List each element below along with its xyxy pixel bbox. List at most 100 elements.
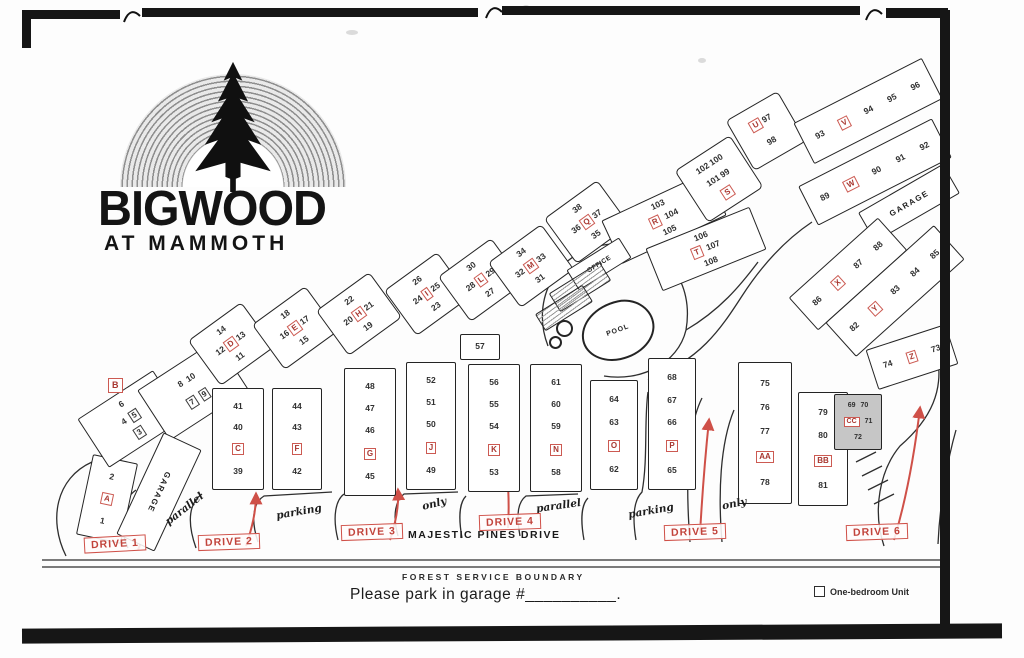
unit-row: 22 xyxy=(342,293,356,308)
frame-right-border xyxy=(940,10,950,632)
unit-number: 82 xyxy=(847,319,862,334)
one-bedroom-unit-number: 3 xyxy=(132,424,147,440)
facility-label: GARAGE xyxy=(887,188,931,218)
unit-row: 45 xyxy=(365,471,375,482)
unit-row: BB xyxy=(814,454,832,467)
unit-row: 27 xyxy=(483,286,497,300)
unit-letter-badge: S xyxy=(719,184,736,201)
unit-row: N xyxy=(550,443,562,456)
unit-row: 23 xyxy=(429,299,443,314)
unit-letter-badge: Y xyxy=(866,300,884,318)
unit-number: 70 xyxy=(860,402,869,410)
unit-number: 104 xyxy=(662,206,680,222)
unit-row: 63 xyxy=(609,416,619,427)
unit-row: 19 xyxy=(361,320,375,334)
unit-row: 61 xyxy=(551,377,561,388)
one-bedroom-unit-number: 9 xyxy=(197,387,212,403)
unit-number: 77 xyxy=(760,425,770,436)
unit-number: 98 xyxy=(764,133,778,148)
unit-number: 107 xyxy=(704,238,722,253)
unit-row: 57 xyxy=(475,341,484,351)
unit-row: 53 xyxy=(489,467,498,477)
unit-letter-badge: P xyxy=(666,440,678,453)
unit-number: 2 xyxy=(108,470,116,482)
unit-row: 18 xyxy=(278,307,292,322)
unit-number: 52 xyxy=(426,375,436,386)
pool-label: POOL xyxy=(605,323,631,338)
unit-number: 22 xyxy=(342,293,356,308)
unit-number: 90 xyxy=(870,163,883,178)
unit-row: 38 xyxy=(570,201,584,216)
unit-number: 56 xyxy=(489,377,499,388)
unit-number: 92 xyxy=(917,139,931,153)
unit-letter-badge: C xyxy=(232,443,244,456)
unit-number: 101 xyxy=(704,172,722,189)
drive-label: DRIVE 2 xyxy=(197,532,261,552)
unit-row: 56 xyxy=(489,377,499,388)
drive-label: DRIVE 6 xyxy=(845,522,909,542)
unit-row: 11 xyxy=(233,349,247,364)
unit-row: 67 xyxy=(667,394,677,405)
unit-row: 54 xyxy=(489,421,498,431)
unit-row: 78 xyxy=(760,476,770,487)
unit-number: 100 xyxy=(707,151,725,168)
unit-row: 59 xyxy=(551,421,560,431)
unit-number: 66 xyxy=(667,416,677,427)
unit-number: 40 xyxy=(233,421,243,432)
unit-number: 61 xyxy=(551,377,561,388)
unit-letter-badge: O xyxy=(607,440,621,453)
unit-number: 75 xyxy=(760,377,770,388)
one-bedroom-unit-number: 7 xyxy=(185,395,200,411)
unit-row: AA xyxy=(756,451,774,464)
logo-title: BIGWOOD xyxy=(98,179,327,236)
unit-row: 34 xyxy=(514,245,528,260)
unit-letter-badge: W xyxy=(842,175,860,193)
unit-number: 23 xyxy=(429,299,443,314)
unit-row: 79 xyxy=(818,407,827,417)
unit-number: 4 xyxy=(119,415,129,427)
unit-number: 87 xyxy=(851,257,866,271)
logo-subtitle: AT MAMMOTH xyxy=(104,232,289,255)
unit-number: 14 xyxy=(214,323,228,338)
frame-left-segment xyxy=(22,10,31,48)
unit-row: 46 xyxy=(365,425,374,435)
unit-number: 43 xyxy=(292,421,302,432)
frame-top-segment xyxy=(28,10,120,19)
unit-number: 45 xyxy=(365,471,375,482)
unit-number: 108 xyxy=(702,253,720,269)
unit-row: J xyxy=(425,441,437,454)
building-57: 57 xyxy=(460,334,500,360)
unit-number: 88 xyxy=(871,239,885,253)
unit-number: 18 xyxy=(278,307,292,322)
unit-number: 97 xyxy=(759,111,774,125)
unit-row: 47 xyxy=(365,403,374,413)
unit-number: 34 xyxy=(514,245,528,260)
logo: BIGWOOD AT MAMMOTH xyxy=(98,61,368,260)
unit-row: K xyxy=(488,443,500,456)
unit-number: 38 xyxy=(570,201,584,216)
unit-row: 1 xyxy=(99,515,106,526)
unit-number: 78 xyxy=(760,476,770,487)
park-instruction: Please park in garage #__________. xyxy=(350,586,622,603)
unit-number: 60 xyxy=(551,399,561,410)
unit-row: 30 xyxy=(464,260,478,274)
unit-number: 49 xyxy=(426,465,436,476)
unit-number: 95 xyxy=(885,91,899,105)
drive-label: DRIVE 3 xyxy=(340,522,404,542)
unit-number: 63 xyxy=(609,416,619,427)
unit-number: 58 xyxy=(551,467,561,478)
unit-number: 11 xyxy=(233,349,247,364)
unit-row: 98 xyxy=(765,134,778,147)
unit-row: S xyxy=(719,184,736,201)
unit-row: 68 xyxy=(667,372,676,382)
unit-row: 41 xyxy=(233,401,242,411)
unit-number: 76 xyxy=(760,401,770,412)
unit-number: 67 xyxy=(667,394,677,405)
unit-number: 102 xyxy=(693,160,711,177)
unit-row: C xyxy=(232,443,244,456)
unit-row: 108 xyxy=(702,253,720,269)
